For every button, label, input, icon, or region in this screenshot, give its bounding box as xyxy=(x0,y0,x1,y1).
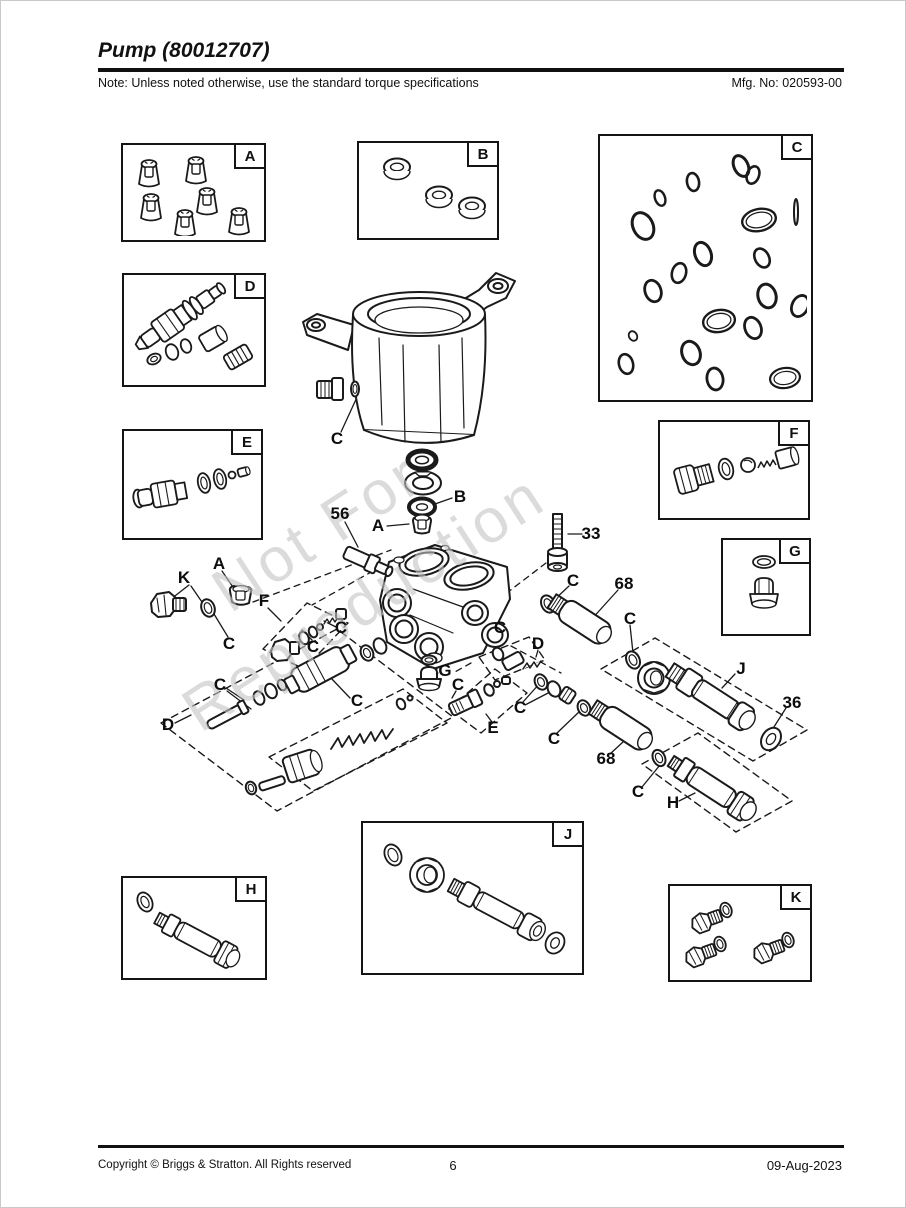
detail-box-e-label: E xyxy=(231,431,261,455)
detail-box-a: A xyxy=(121,143,266,242)
detail-box-g: G xyxy=(721,538,811,636)
check-valve-parts-illustration xyxy=(533,673,592,717)
detail-box-b: B xyxy=(357,141,499,240)
plug-g-illustration xyxy=(416,654,442,692)
detail-box-h-label: H xyxy=(235,878,265,902)
kit-d-parts-illustration xyxy=(206,637,414,796)
outlet-tube-68a-illustration xyxy=(546,593,613,645)
detail-box-k: K xyxy=(668,884,812,982)
thermal-relief-valve-illustration xyxy=(342,545,394,578)
detail-box-f: F xyxy=(658,420,810,520)
seal-stack-illustration xyxy=(404,448,442,535)
kit-d2-parts-illustration xyxy=(491,646,542,671)
orings-illustration xyxy=(617,154,807,392)
detail-box-e: E xyxy=(122,429,263,540)
mfg-number: Mfg. No: 020593-00 xyxy=(731,76,843,90)
pump-housing-illustration xyxy=(302,272,516,444)
unloader-valve-kit-illustration xyxy=(134,282,254,371)
hose-barb-kit-illustration xyxy=(383,843,566,955)
detail-box-g-label: G xyxy=(779,540,809,564)
page-number: 6 xyxy=(449,1158,457,1173)
check-valve-kit-illustration xyxy=(673,446,800,495)
kit-f-parts-illustration xyxy=(270,608,347,662)
footer-rule xyxy=(98,1145,844,1148)
fitting-kit-illustration xyxy=(132,466,251,509)
valve-a-illustration xyxy=(228,584,253,606)
detail-box-k-label: K xyxy=(780,886,810,910)
outlet-tube-68b-illustration xyxy=(587,699,654,751)
header-rule xyxy=(98,68,844,72)
manifold-illustration xyxy=(379,544,511,670)
page-title: Pump (80012707) xyxy=(98,39,270,62)
torque-note: Note: Unless noted otherwise, use the st… xyxy=(98,76,479,90)
plug-kit-illustration xyxy=(749,555,779,609)
detail-box-d-label: D xyxy=(234,275,264,299)
hose-barb-j-illustration xyxy=(624,650,782,752)
detail-box-a-label: A xyxy=(234,145,264,169)
detail-box-d: D xyxy=(122,273,266,387)
footer-copyright: Copyright © Briggs & Stratton. All Right… xyxy=(98,1159,352,1171)
detail-box-b-label: B xyxy=(467,143,497,167)
kit-e-parts-illustration xyxy=(447,676,511,717)
outlet-fitting-illustration xyxy=(136,891,241,969)
footer-date: 09-Aug-2023 xyxy=(766,1158,842,1173)
bolt-33-illustration xyxy=(547,513,568,572)
detail-box-j: J xyxy=(361,821,584,975)
detail-box-j-label: J xyxy=(552,823,582,847)
detail-box-c-label: C xyxy=(781,136,811,160)
outlet-fitting-h-illustration xyxy=(651,748,757,822)
detail-box-h: H xyxy=(121,876,267,980)
detail-box-f-label: F xyxy=(778,422,808,446)
plug-k-illustration xyxy=(150,591,216,618)
detail-box-c: C xyxy=(598,134,813,402)
